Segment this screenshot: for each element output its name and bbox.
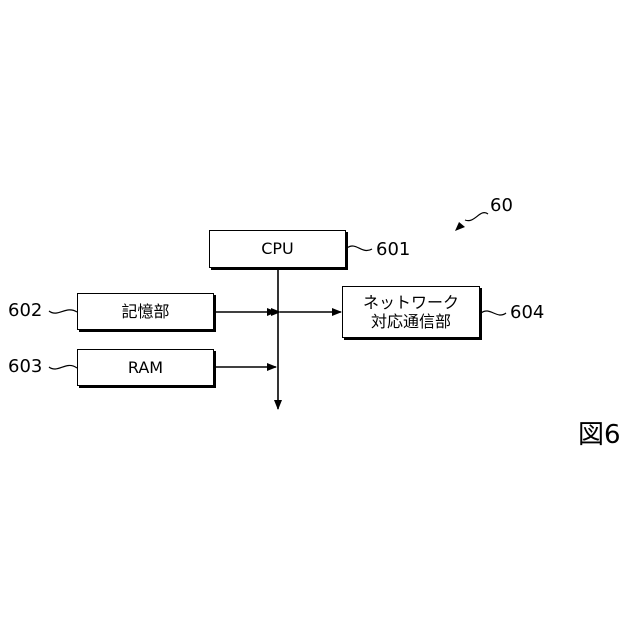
figure-label: 図6 — [578, 414, 621, 451]
ref-601: 601 — [376, 239, 410, 260]
ref-602: 602 — [8, 300, 42, 321]
cpu-box: CPU — [209, 230, 346, 268]
leader-603 — [49, 365, 77, 369]
network-label-line2: 対応通信部 — [371, 312, 451, 331]
network-label-line1: ネットワーク — [363, 293, 459, 312]
leader-601 — [347, 246, 372, 251]
ram-box: RAM — [77, 349, 214, 386]
ref-60: 60 — [490, 195, 513, 216]
ref-604: 604 — [510, 302, 544, 323]
leader-602 — [49, 310, 77, 313]
network-box: ネットワーク 対応通信部 — [342, 286, 480, 338]
cpu-label: CPU — [261, 239, 294, 258]
leader-604 — [481, 311, 506, 315]
storage-box: 記憶部 — [77, 293, 214, 330]
ram-label: RAM — [128, 358, 163, 377]
storage-label: 記憶部 — [121, 302, 169, 321]
leader-60-arrowhead — [455, 222, 465, 231]
ref-603: 603 — [8, 356, 42, 377]
leader-60 — [465, 213, 488, 221]
